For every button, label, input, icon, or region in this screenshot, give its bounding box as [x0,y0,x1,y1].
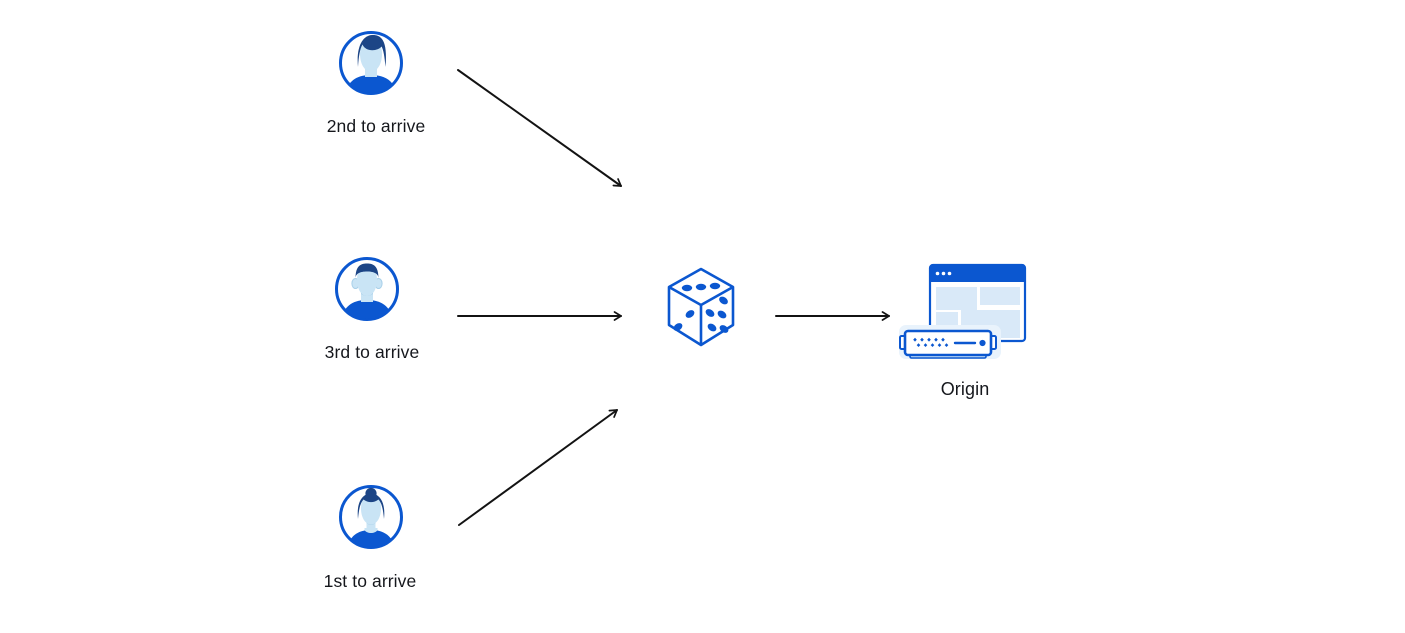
node-label-visitor-3rd: 3rd to arrive [324,342,420,362]
node-visitor-3rd [334,256,400,322]
node-visitor-1st [338,484,404,550]
dice-icon [667,267,735,347]
user-avatar-male-short-hair-icon [335,257,399,321]
node-visitor-2nd [338,30,404,96]
origin-server-icon [899,263,1027,359]
user-avatar-male-icon [339,31,403,95]
node-label-origin: Origin [940,379,990,399]
node-label-visitor-1st: 1st to arrive [323,571,417,591]
user-avatar-female-icon [339,485,403,549]
node-label-visitor-2nd: 2nd to arrive [326,116,426,136]
arrow-1st-to-dice [458,409,618,526]
node-origin [896,260,1028,362]
node-random-selector [667,267,737,347]
